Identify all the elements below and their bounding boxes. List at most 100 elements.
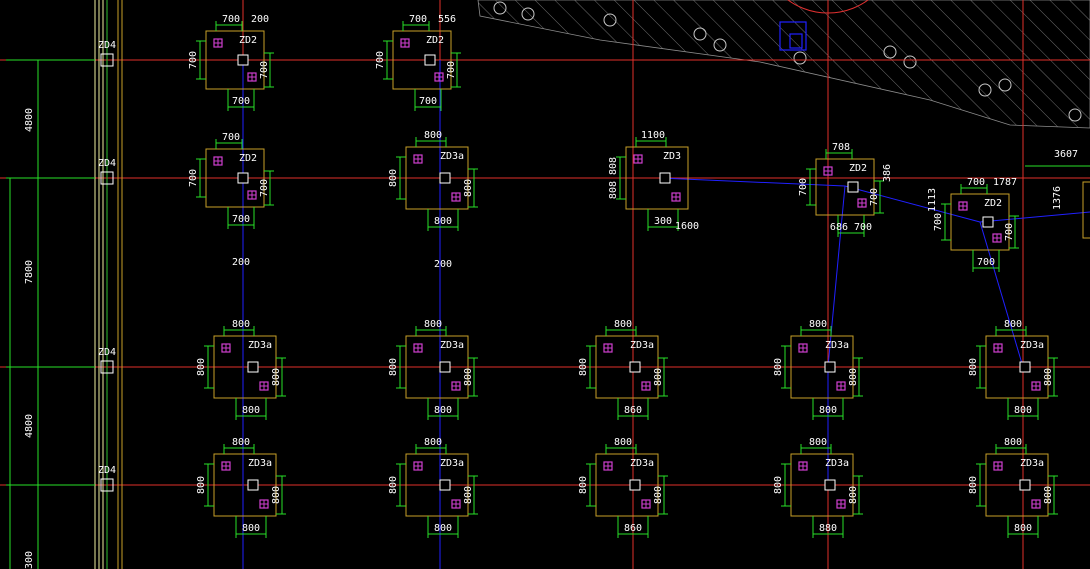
dim-text-left: 800 bbox=[388, 169, 399, 187]
cap-outline bbox=[595, 335, 659, 399]
tie-beam bbox=[827, 185, 846, 368]
anchor-bolt bbox=[521, 7, 535, 21]
dim-text-top: 3607 bbox=[1054, 149, 1078, 160]
column-square bbox=[824, 479, 836, 491]
dim-text-left: 800 bbox=[968, 476, 979, 494]
dim-text-right: 700 bbox=[1004, 223, 1015, 241]
column-square bbox=[1019, 479, 1031, 491]
anchor-bolt bbox=[883, 45, 897, 59]
dim-text-left: 808 808 bbox=[608, 157, 619, 199]
dim-text-top: 800 bbox=[1004, 319, 1022, 330]
dim-text-bottom: 800 bbox=[242, 523, 260, 534]
wall-column bbox=[100, 171, 114, 185]
dim-text-right: 700 bbox=[259, 61, 270, 79]
dim-text-bottom: 800 bbox=[1014, 523, 1032, 534]
cap-type-label: ZD2 bbox=[984, 198, 1002, 209]
column-square bbox=[439, 361, 451, 373]
cap-outline bbox=[405, 335, 469, 399]
column-square bbox=[237, 172, 249, 184]
cap-type-label: ZD3a bbox=[248, 458, 272, 469]
cap-type-label: ZD3 bbox=[663, 151, 681, 162]
column-square bbox=[629, 361, 641, 373]
tie-beam bbox=[844, 185, 981, 223]
hatch-fill bbox=[477, 0, 1090, 129]
dim-text-left: 800 bbox=[388, 476, 399, 494]
dim-text-top: 200 bbox=[251, 14, 269, 25]
dim-text-top: 700 bbox=[222, 132, 240, 143]
dim-text-left: 700 bbox=[798, 178, 809, 196]
anchor-bolt bbox=[978, 83, 992, 97]
cap-outline bbox=[213, 335, 277, 399]
wall-column-label: ZD4 bbox=[98, 465, 116, 476]
dim-text-top: 708 bbox=[832, 142, 850, 153]
cap-type-label: ZD3a bbox=[825, 458, 849, 469]
cap-type-label: ZD2 bbox=[426, 35, 444, 46]
dim-text-top: 1787 bbox=[993, 177, 1017, 188]
column-square bbox=[247, 361, 259, 373]
dim-text-top: 800 bbox=[1004, 437, 1022, 448]
column-square bbox=[982, 216, 994, 228]
dim-text-top: 800 bbox=[232, 319, 250, 330]
cap-outline bbox=[595, 453, 659, 517]
cap-outline bbox=[213, 453, 277, 517]
dim-text-right: 700 bbox=[446, 61, 457, 79]
dim-text-bottom: 800 bbox=[819, 405, 837, 416]
dim-text-bottom: 800 bbox=[1014, 405, 1032, 416]
dim-text-top: 700 bbox=[967, 177, 985, 188]
cap-outline bbox=[790, 453, 854, 517]
dim-text-top: 700 bbox=[222, 14, 240, 25]
dim-text-right: 800 bbox=[463, 368, 474, 386]
wall-column bbox=[100, 53, 114, 67]
dim-text-top: 800 bbox=[614, 437, 632, 448]
blue-block bbox=[779, 21, 807, 51]
cap-outline bbox=[985, 335, 1049, 399]
cap-type-label: ZD3a bbox=[248, 340, 272, 351]
grid-dim-text: 300 bbox=[24, 551, 35, 569]
cap-outline bbox=[205, 30, 265, 90]
wall-column bbox=[100, 478, 114, 492]
cap-type-label: ZD2 bbox=[239, 35, 257, 46]
cap-type-label: ZD3a bbox=[440, 340, 464, 351]
dim-text-left: 800 bbox=[578, 358, 589, 376]
cap-type-label: ZD2 bbox=[239, 153, 257, 164]
dim-text-bottom: 300 bbox=[654, 216, 672, 227]
dim-text-right: 1376 bbox=[1052, 186, 1063, 210]
dim-text-top: 1100 bbox=[641, 130, 665, 141]
dim-text-right: 800 bbox=[848, 486, 859, 504]
cap-outline bbox=[985, 453, 1049, 517]
dim-text-bottom: 686 700 bbox=[830, 222, 872, 233]
cap-outline bbox=[405, 453, 469, 517]
column-square bbox=[424, 54, 436, 66]
cap-type-label: ZD3a bbox=[1020, 458, 1044, 469]
tie-beam bbox=[979, 221, 1024, 368]
dim-text-right: 800 bbox=[653, 368, 664, 386]
dim-text-right: 386 bbox=[882, 164, 893, 182]
dim-text-left: 800 bbox=[968, 358, 979, 376]
column-square bbox=[439, 479, 451, 491]
anchor-bolt bbox=[998, 78, 1012, 92]
cap-outline bbox=[392, 30, 452, 90]
dim-text-below: 200 bbox=[434, 259, 452, 270]
dim-text-top: 800 bbox=[809, 319, 827, 330]
dim-text-left: 1113 bbox=[927, 188, 938, 212]
tie-beam bbox=[659, 177, 846, 187]
